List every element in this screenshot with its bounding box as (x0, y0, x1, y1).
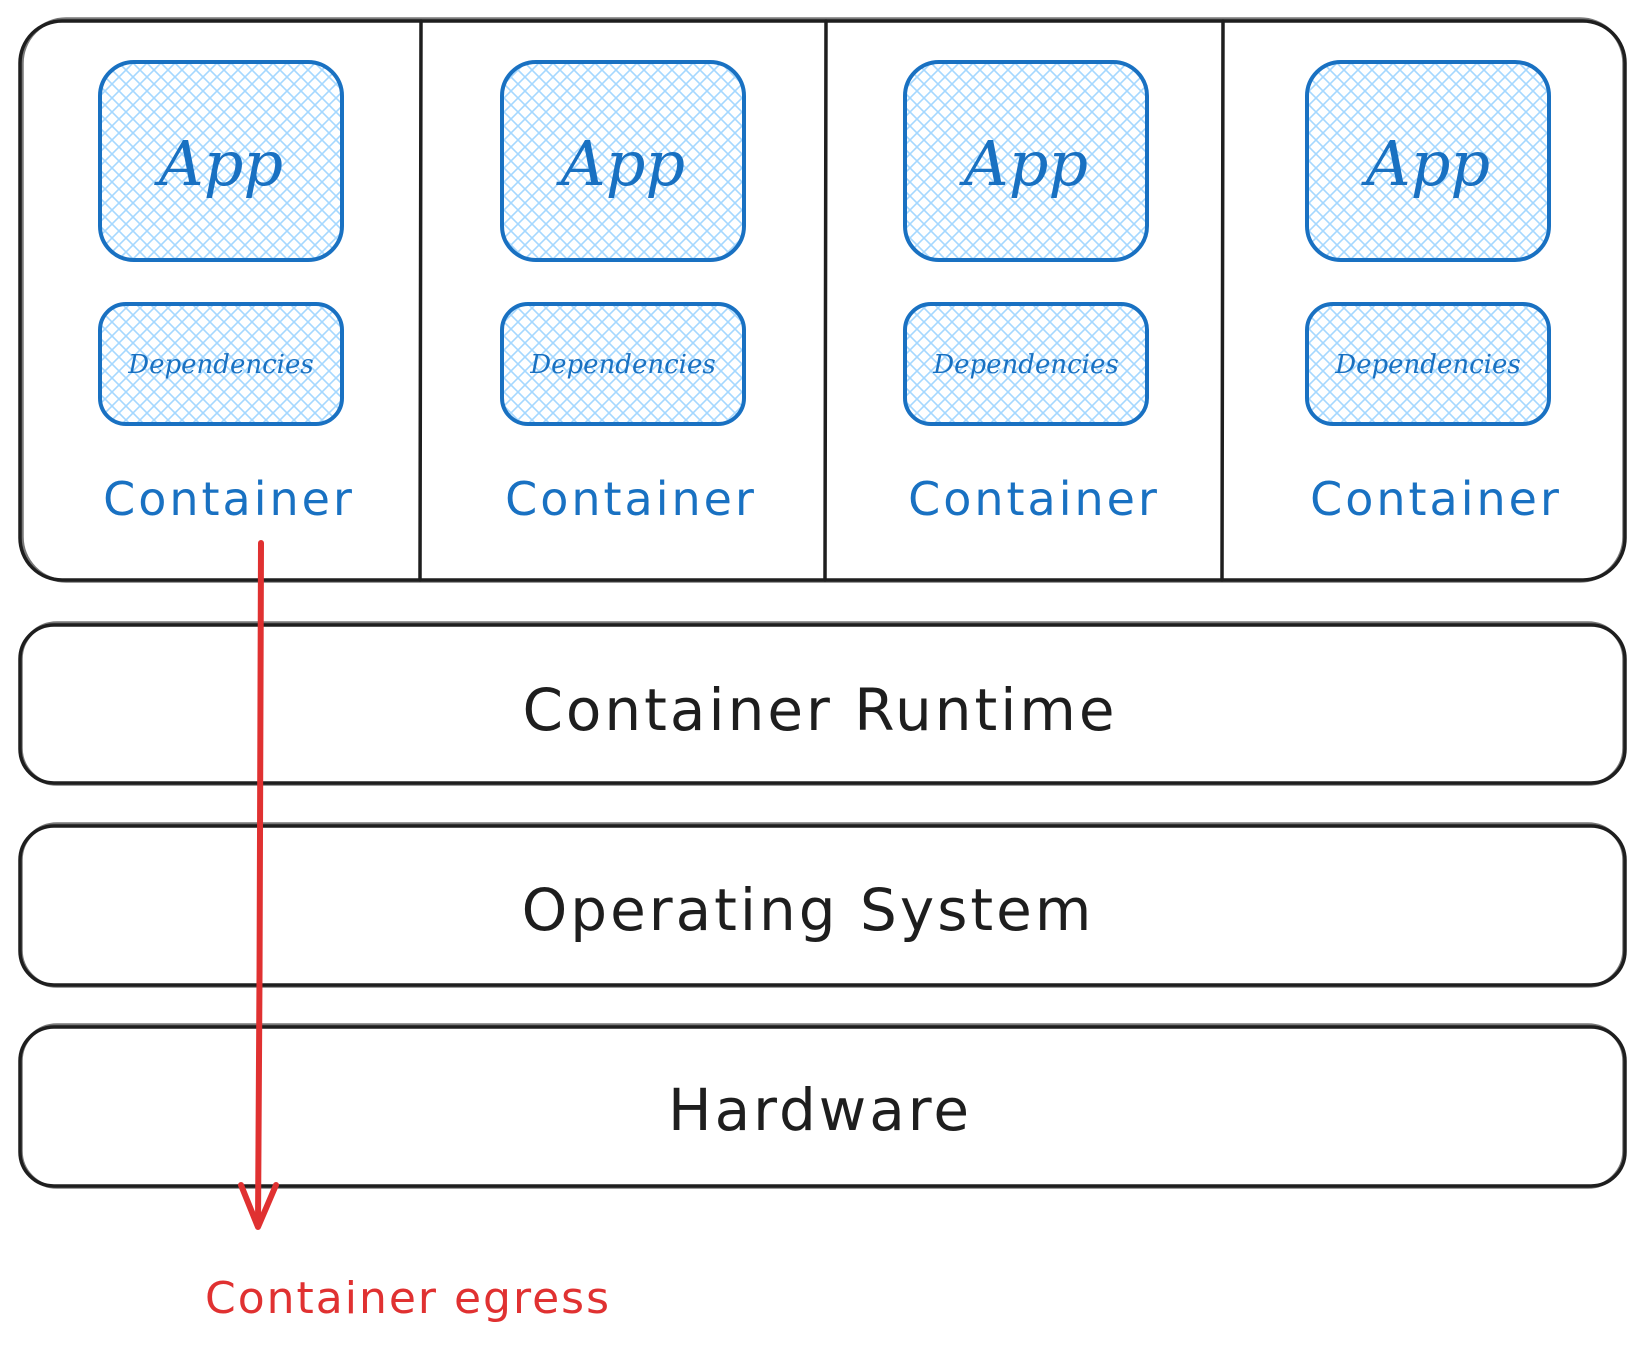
app-box: App (1305, 60, 1551, 262)
containers-frame (18, 17, 1627, 583)
egress-label: Container egress (205, 1273, 611, 1324)
dependencies-label: Dependencies (932, 350, 1118, 380)
app-label: App (556, 127, 685, 200)
container-divider (823, 19, 828, 582)
container-divider (418, 19, 423, 582)
dependencies-label: Dependencies (529, 350, 715, 380)
app-box: App (500, 60, 746, 262)
egress-arrow (238, 540, 279, 1230)
container-label: Container (505, 472, 757, 526)
dependencies-label: Dependencies (127, 350, 313, 380)
container-label: Container (908, 472, 1160, 526)
dependencies-box: Dependencies (1305, 302, 1551, 426)
container-runtime-label: Container Runtime (522, 676, 1117, 744)
hardware-layer: Hardware (18, 1023, 1627, 1189)
arrow-head-icon (238, 1182, 279, 1230)
operating-system-layer: Operating System (18, 822, 1627, 988)
app-label: App (1361, 127, 1490, 200)
app-box: App (903, 60, 1149, 262)
app-label: App (154, 127, 283, 200)
container-label: Container (1310, 472, 1562, 526)
container-label: Container (103, 472, 355, 526)
container-3: App Dependencies Container (903, 60, 1160, 526)
operating-system-label: Operating System (522, 876, 1095, 944)
app-box: App (98, 60, 344, 262)
hardware-label: Hardware (668, 1076, 972, 1144)
container-1: App Dependencies Container (98, 60, 355, 526)
dependencies-box: Dependencies (903, 302, 1149, 426)
container-2: App Dependencies Container (500, 60, 757, 526)
container-divider (1220, 19, 1225, 582)
dependencies-box: Dependencies (500, 302, 746, 426)
container-4: App Dependencies Container (1305, 60, 1562, 526)
app-label: App (959, 127, 1088, 200)
dependencies-box: Dependencies (98, 302, 344, 426)
container-runtime-layer: Container Runtime (18, 621, 1627, 786)
dependencies-label: Dependencies (1334, 350, 1520, 380)
